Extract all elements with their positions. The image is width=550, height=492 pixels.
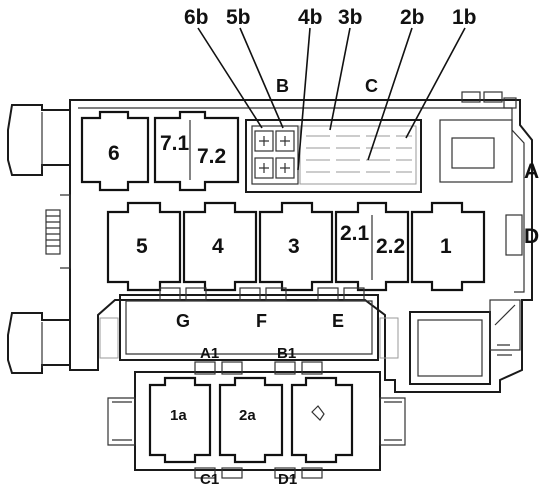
label-2b: 2b: [400, 6, 425, 29]
label-A1: A1: [200, 345, 219, 362]
label-B1: B1: [277, 345, 296, 362]
relay-label-2-2: 2.2: [376, 235, 405, 258]
relay-7: [153, 110, 240, 192]
label-3b: 3b: [338, 6, 363, 29]
label-D1: D1: [278, 471, 297, 488]
relay-label-1: 1: [440, 235, 452, 258]
label-4b: 4b: [298, 6, 323, 29]
label-D: D: [524, 225, 539, 248]
label-B: B: [276, 76, 289, 96]
label-G: G: [176, 311, 190, 331]
relay-label-3: 3: [288, 235, 300, 258]
label-5b: 5b: [226, 6, 251, 29]
label-1b: 1b: [452, 6, 477, 29]
relay-label-2a: 2a: [239, 407, 256, 424]
label-A: A: [524, 160, 539, 183]
relay-label-4: 4: [212, 235, 224, 258]
connector-gfe: [99, 287, 399, 361]
label-6b: 6b: [184, 6, 209, 29]
housing-outline: [7, 91, 533, 393]
leader-lines: [197, 27, 466, 171]
relay-label-5: 5: [136, 235, 148, 258]
label-C: C: [365, 76, 378, 96]
relay-label-7-2: 7.2: [197, 145, 226, 168]
label-F: F: [256, 311, 267, 331]
relay-row-middle: [106, 201, 486, 292]
label-E: E: [332, 311, 344, 331]
relay-label-1a: 1a: [170, 407, 187, 424]
label-C1: C1: [200, 471, 219, 488]
small-fuse-panel: [245, 119, 422, 193]
relay-label-6: 6: [108, 142, 120, 165]
relay-6: [80, 110, 150, 192]
bottom-relay-block: [107, 361, 406, 479]
relay-label-2-1: 2.1: [340, 222, 370, 245]
relay-label-7-1: 7.1: [160, 132, 190, 155]
